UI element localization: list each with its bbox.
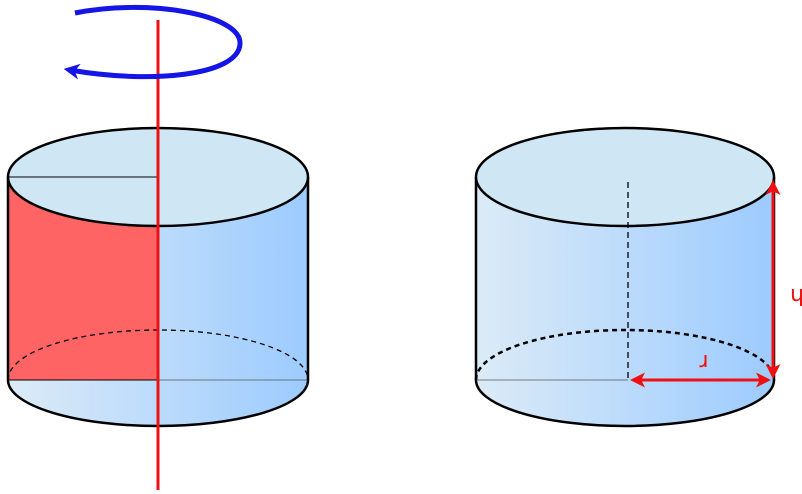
height-label: h	[790, 283, 802, 308]
right-top-face	[474, 126, 776, 228]
right-cylinder	[474, 126, 776, 428]
rotation-arrow	[63, 4, 243, 80]
right-bottom-back-edge	[474, 328, 776, 381]
right-cylinder-side	[476, 177, 774, 426]
radius-label: r	[699, 349, 709, 374]
right-bottom-front-edge	[474, 379, 776, 428]
